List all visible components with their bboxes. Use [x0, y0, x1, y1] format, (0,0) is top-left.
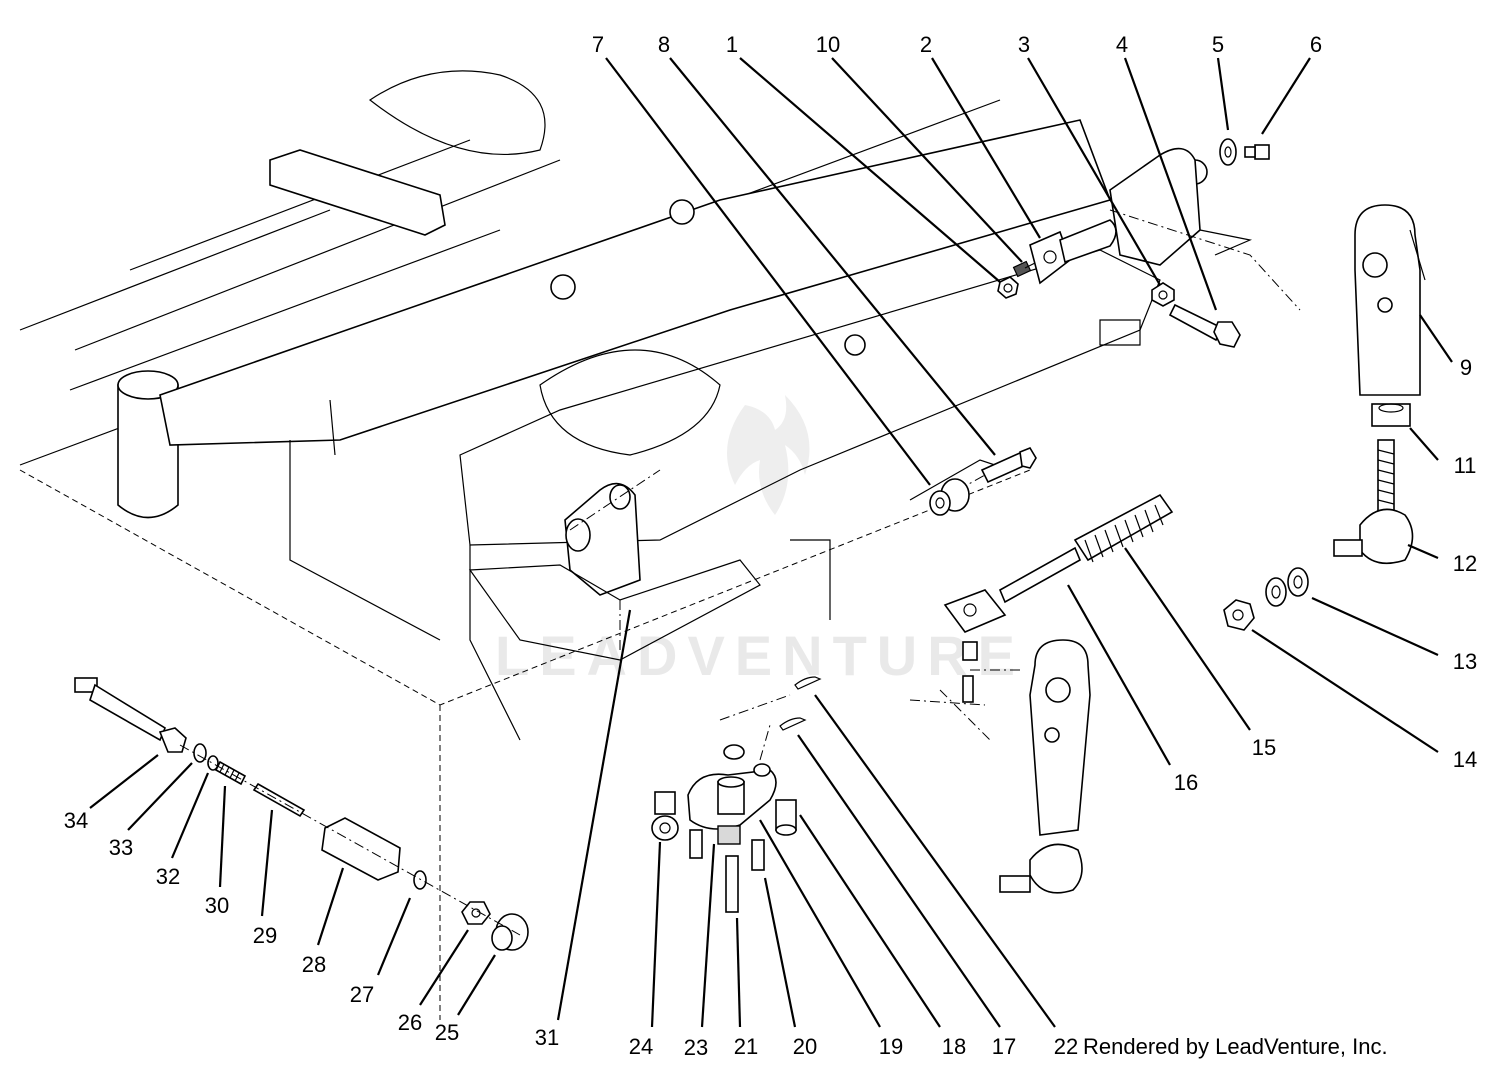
callout-16: 16: [1174, 770, 1198, 795]
callout-32: 32: [156, 864, 180, 889]
callout-34: 34: [64, 808, 88, 833]
part-8-bolt: [980, 447, 1037, 484]
centre-line-left: [179, 744, 521, 936]
part-23-pin: [689, 825, 741, 859]
part-6-bolt: [1244, 144, 1270, 160]
callout-18: 18: [942, 1034, 966, 1059]
render-credit: Rendered by LeadVenture, Inc.: [1083, 1034, 1388, 1059]
callout-3: 3: [1018, 32, 1030, 57]
callout-11: 11: [1454, 453, 1477, 478]
callout-21: 21: [734, 1034, 758, 1059]
part-20-pin: [751, 839, 765, 871]
callout-8: 8: [658, 32, 670, 57]
leader-lines: [89, 57, 1453, 1028]
callout-29: 29: [253, 923, 277, 948]
part-14-nut: [1223, 599, 1255, 631]
part-15-spring: [1073, 493, 1174, 563]
callout-20: 20: [793, 1034, 817, 1059]
callout-14: 14: [1453, 747, 1477, 772]
callout-33: 33: [109, 835, 133, 860]
callout-25: 25: [435, 1020, 459, 1045]
callout-9: 9: [1460, 355, 1472, 380]
callout-10: 10: [816, 32, 840, 57]
callout-22: 22: [1054, 1034, 1078, 1059]
callout-15: 15: [1252, 735, 1276, 760]
mower-frame: [19, 70, 1301, 1020]
part-32-washer: [207, 755, 219, 771]
part-22-cotter-pin: [794, 676, 822, 690]
callout-24: 24: [629, 1034, 653, 1059]
part-12-rod-end: [1333, 439, 1414, 565]
callout-27: 27: [350, 982, 374, 1007]
part-18-bushing: [775, 799, 797, 836]
callout-31: 31: [535, 1025, 559, 1050]
callout-1: 1: [726, 32, 738, 57]
part-4-bolt: [1168, 303, 1241, 348]
watermark-logo: [727, 395, 810, 515]
part-13-washers: [1265, 567, 1309, 607]
callout-23: 23: [684, 1035, 708, 1060]
part-5-washer: [1219, 138, 1237, 166]
part-28-coupler: [321, 817, 401, 881]
part-7-bushing: [929, 478, 970, 516]
part-1-nut: [997, 276, 1019, 299]
callout-4: 4: [1116, 32, 1128, 57]
part-27-washer: [413, 870, 427, 890]
callout-28: 28: [302, 952, 326, 977]
callout-19: 19: [879, 1034, 903, 1059]
watermark-text: LEADVENTURE: [495, 624, 1025, 687]
part-33-washer: [193, 743, 207, 763]
callout-13: 13: [1453, 649, 1477, 674]
part-34-cable-end: [74, 677, 187, 753]
callout-26: 26: [398, 1010, 422, 1035]
part-29-rod: [252, 782, 306, 818]
part-21-pin: [725, 855, 739, 913]
part-24-bushing: [651, 791, 679, 841]
part-30-spring: [214, 760, 247, 786]
callout-17: 17: [992, 1034, 1016, 1059]
part-9-arm-upper: [1354, 204, 1426, 396]
callout-30: 30: [205, 893, 229, 918]
pin-pair: [962, 641, 978, 703]
part-16-rod: [943, 546, 1082, 633]
part-25-bushing: [491, 913, 529, 951]
part-2-bracket: [1029, 219, 1117, 285]
callout-12: 12: [1453, 551, 1477, 576]
callout-numbers: 7 8 1 10 2 3 4 5 6 9 11 12 13 14 15 16 3…: [64, 32, 1477, 1060]
callout-5: 5: [1212, 32, 1224, 57]
part-3-nut: [1151, 282, 1175, 307]
part-19-bell-crank: [687, 744, 777, 830]
callout-2: 2: [920, 32, 932, 57]
part-9-arm-lower: [999, 639, 1091, 894]
callout-6: 6: [1310, 32, 1322, 57]
callout-7: 7: [592, 32, 604, 57]
part-11-nut: [1371, 403, 1411, 427]
part-17-cotter-pin: [779, 717, 807, 731]
